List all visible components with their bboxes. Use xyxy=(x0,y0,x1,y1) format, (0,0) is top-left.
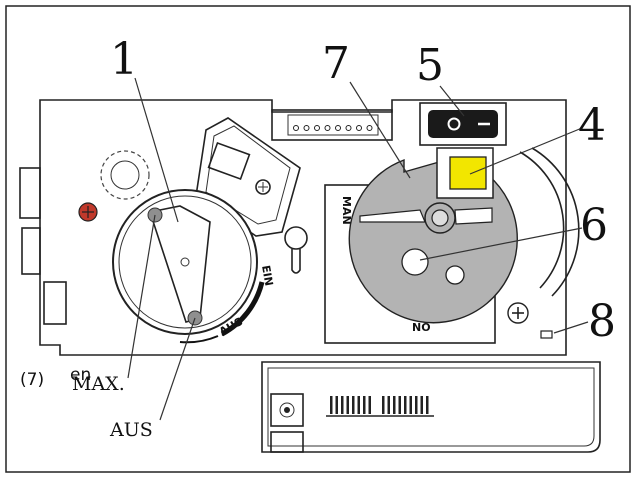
max-label: MAX. xyxy=(72,373,125,395)
angled-bracket xyxy=(195,117,301,237)
left-connector-top xyxy=(19,167,41,219)
lower-square xyxy=(270,393,304,427)
connector-pin xyxy=(356,125,362,131)
lower-board xyxy=(261,361,601,453)
leader-5 xyxy=(439,85,465,117)
ribbon-tooth xyxy=(352,396,355,414)
ribbon-tooth xyxy=(387,396,390,414)
callout-1: 1 xyxy=(110,34,138,85)
rocker-switch xyxy=(419,102,507,146)
ribbon-tooth xyxy=(398,396,401,414)
en-label: en xyxy=(70,365,91,385)
dashed-circle xyxy=(100,150,150,200)
leader-1 xyxy=(134,77,179,223)
ribbon-tooth xyxy=(404,396,407,414)
ribbon-tooth xyxy=(426,396,429,414)
arc-slot-outer xyxy=(531,147,580,297)
status-led xyxy=(540,330,553,339)
connector-pin xyxy=(345,125,352,131)
callout-4: 4 xyxy=(578,100,606,151)
leader-7 xyxy=(349,81,411,179)
ribbon-tooth xyxy=(420,396,423,414)
dial-pointer xyxy=(148,205,211,323)
outer-frame xyxy=(5,5,631,473)
phillips-screw xyxy=(507,302,529,324)
connector-pin xyxy=(324,125,331,131)
aus-arc xyxy=(179,335,219,344)
callout-8: 8 xyxy=(588,296,616,347)
arc-slot-inner xyxy=(519,151,565,289)
leader-6 xyxy=(419,227,583,261)
peg xyxy=(284,226,308,274)
connector-pin xyxy=(293,125,299,131)
left-connector-mid xyxy=(21,227,41,275)
ribbon-tooth xyxy=(409,396,412,414)
disc-needle xyxy=(359,209,426,223)
connector-pin xyxy=(335,125,341,131)
ribbon-tooth xyxy=(330,396,333,414)
inner-ring xyxy=(110,160,140,190)
ribbon-tooth xyxy=(363,396,366,414)
leader-aus xyxy=(159,317,196,421)
callout-6: 6 xyxy=(580,200,608,251)
dial-center xyxy=(180,257,190,267)
ribbon-tooth xyxy=(341,396,344,414)
ribbon-tooth xyxy=(346,396,349,414)
leader-max xyxy=(127,214,156,379)
aus-label: AUS xyxy=(109,419,153,441)
lower-square-2 xyxy=(270,431,304,453)
leader-8 xyxy=(553,321,589,334)
disc-hole-large xyxy=(401,248,429,276)
ribbon-tooth xyxy=(335,396,338,414)
callout-7: 7 xyxy=(322,38,350,89)
ribbon-tooth xyxy=(357,396,360,414)
yellow-button xyxy=(436,147,494,199)
connector-pin xyxy=(314,125,320,131)
ribbon-tooth xyxy=(415,396,418,414)
housing-outline xyxy=(39,99,567,356)
dial-ein-label: EIN xyxy=(259,264,275,287)
connector-pin xyxy=(366,125,373,131)
disc-hole-small xyxy=(445,265,465,285)
ribbon-tooth xyxy=(393,396,396,414)
ein-arc xyxy=(220,281,265,337)
disc-center-small xyxy=(431,209,449,227)
seven-paren-label: (7) xyxy=(20,370,44,390)
connector-pin xyxy=(303,125,310,131)
red-screw xyxy=(78,202,98,222)
ribbon-tooth xyxy=(382,396,385,414)
ribbon-tooth xyxy=(368,396,371,414)
callout-5: 5 xyxy=(416,40,444,91)
leader-4 xyxy=(469,127,583,175)
main-dial: EIN AUS xyxy=(112,189,275,344)
left-connector-bottom xyxy=(43,281,67,325)
pin-connector xyxy=(271,109,393,141)
man-label: MAN xyxy=(340,196,353,225)
no-label: NO xyxy=(412,321,431,334)
